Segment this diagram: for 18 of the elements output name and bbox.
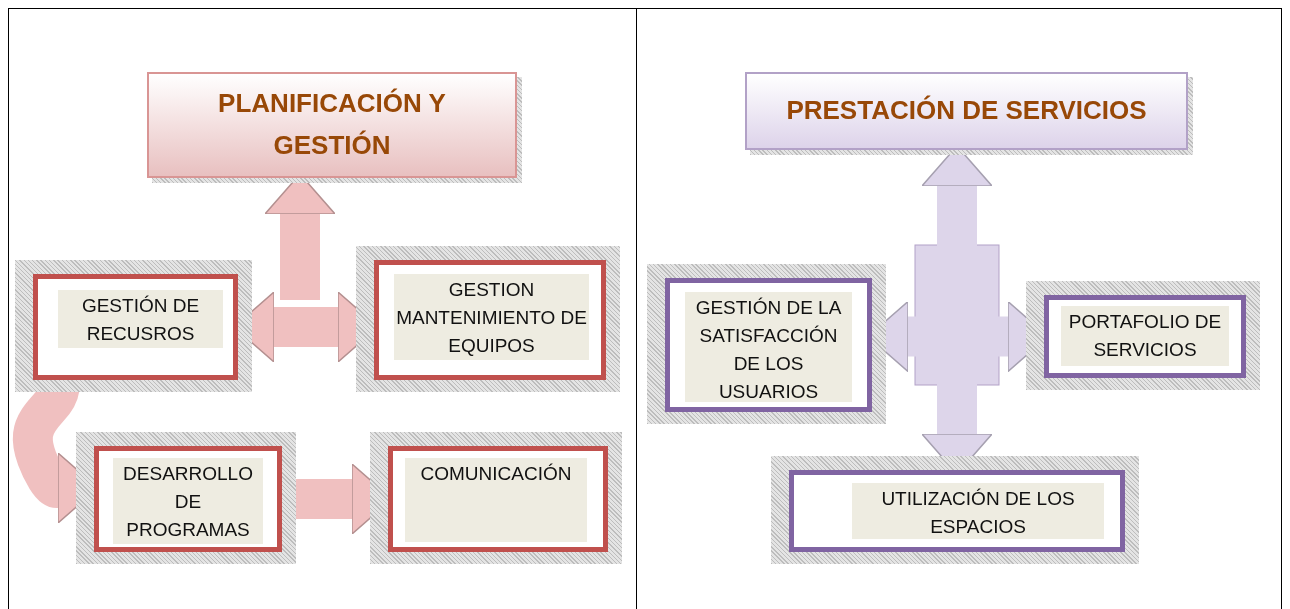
process-box [789,470,1125,552]
node-label: UTILIZACIÓN DE LOS ESPACIOS [852,483,1104,539]
process-box [374,260,606,380]
node-label: PORTAFOLIO DE SERVICIOS [1061,306,1229,366]
process-box [33,274,238,380]
title-text: PLANIFICACIÓN Y GESTIÓN [217,87,447,162]
node-label: COMUNICACIÓN [405,458,587,542]
node-label: DESARROLLO DE PROGRAMAS [113,458,263,544]
title-text: PRESTACIÓN DE SERVICIOS [786,94,1147,128]
node-label: GESTIÓN DE RECUSROS [58,290,223,348]
title-box [147,72,517,178]
process-box [388,446,608,552]
process-box [94,446,282,552]
node-label: GESTION MANTENIMIENTO DE EQUIPOS [394,274,589,360]
node-label: GESTIÓN DE LA SATISFACCIÓN DE LOS USUARIOS [685,292,852,402]
process-box [665,278,872,412]
title-box [745,72,1188,150]
process-box [1044,295,1246,378]
